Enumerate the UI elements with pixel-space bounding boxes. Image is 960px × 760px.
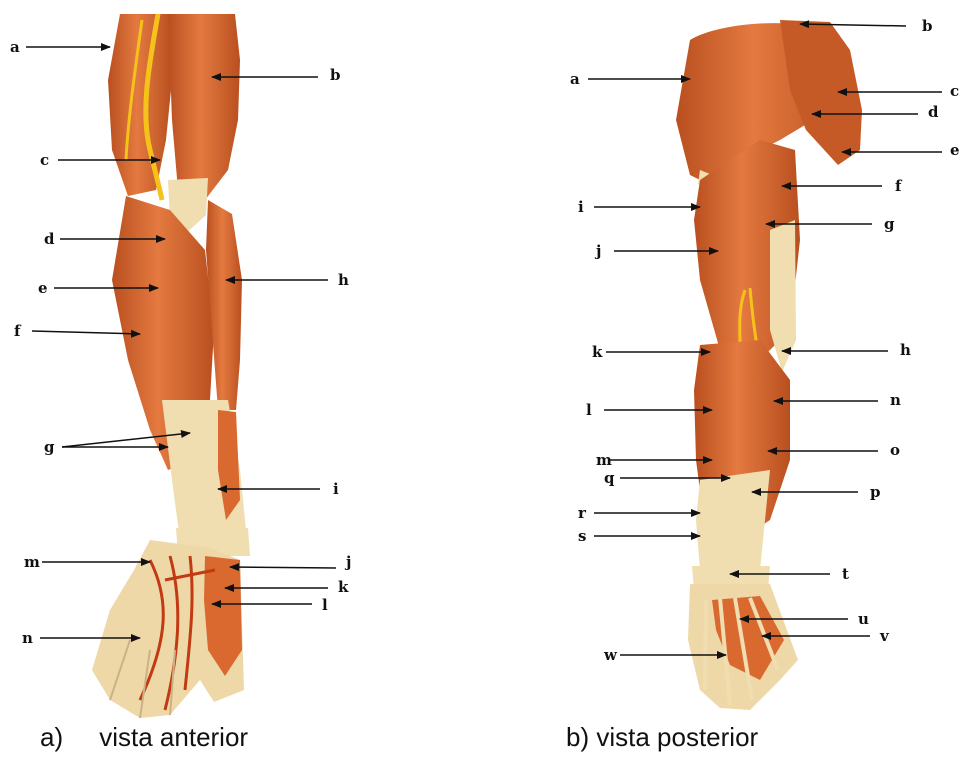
posterior-label-h: h (900, 341, 911, 359)
anterior-label-i: i (333, 480, 339, 498)
posterior-label-w: w (603, 646, 618, 664)
posterior-label-s: s (578, 527, 586, 545)
posterior-label-u: u (858, 610, 869, 628)
caption-anterior: a) vista anterior (40, 722, 248, 753)
posterior-forearm-tendons (696, 470, 770, 570)
posterior-label-k: k (592, 343, 603, 361)
anterior-label-e: e (38, 279, 48, 297)
posterior-label-g: g (884, 215, 895, 233)
posterior-label-a: a (570, 70, 580, 88)
anterior-label-k: k (338, 578, 349, 596)
posterior-label-f: f (895, 177, 903, 195)
posterior-label-b: b (922, 17, 933, 35)
anterior-label-j: j (344, 553, 351, 571)
posterior-label-n: n (890, 391, 901, 409)
posterior-label-m: m (596, 451, 612, 469)
anterior-label-l: l (322, 596, 328, 614)
posterior-label-l: l (586, 401, 592, 419)
posterior-label-e: e (950, 141, 960, 159)
anterior-pointer-j (230, 567, 336, 568)
anterior-label-f: f (14, 322, 22, 340)
anterior-label-a: a (10, 38, 20, 56)
triceps-tendon (770, 220, 796, 372)
posterior-label-o: o (890, 441, 900, 459)
anterior-arm-illustration (92, 14, 250, 718)
anterior-label-c: c (40, 151, 49, 169)
anterior-label-h: h (338, 271, 349, 289)
posterior-label-p: p (870, 483, 881, 501)
caption-posterior: b) vista posterior (566, 722, 758, 753)
posterior-arm-illustration (676, 20, 862, 710)
brachioradialis-muscle (206, 200, 242, 410)
posterior-label-i: i (578, 198, 584, 216)
posterior-label-q: q (604, 469, 615, 487)
upper-arm-biceps-muscle (168, 14, 240, 200)
anterior-label-g: g (44, 438, 55, 456)
posterior-label-v: v (879, 627, 890, 645)
posterior-label-j: j (594, 242, 601, 260)
posterior-label-d: d (928, 103, 939, 121)
posterior-label-c: c (950, 82, 959, 100)
anterior-label-n: n (22, 629, 33, 647)
anterior-label-b: b (330, 66, 341, 84)
posterior-label-t: t (842, 565, 849, 583)
anterior-label-d: d (44, 230, 55, 248)
anterior-label-m: m (24, 553, 40, 571)
posterior-label-r: r (578, 504, 587, 522)
